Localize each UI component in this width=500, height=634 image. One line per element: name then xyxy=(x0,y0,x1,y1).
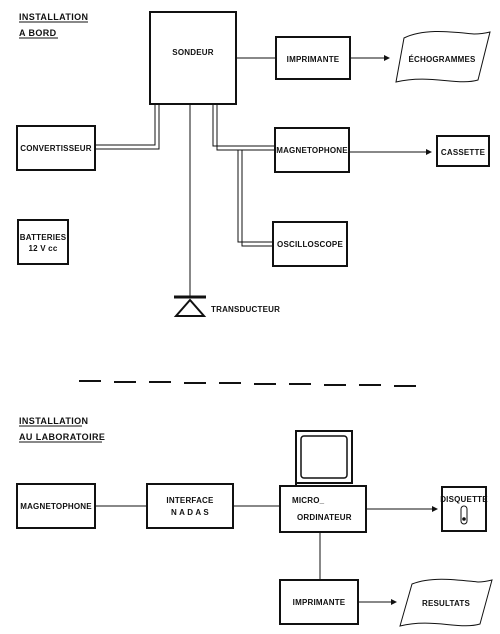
oscilloscope-label: OSCILLOSCOPE xyxy=(277,240,343,249)
convertisseur-label: CONVERTISSEUR xyxy=(20,144,92,153)
resultats-paper xyxy=(399,578,493,627)
sondeur-magnetophone-link-a xyxy=(212,104,275,147)
sondeur-magnetophone-link-b xyxy=(216,104,275,151)
lab-heading-line1: INSTALLATION xyxy=(19,416,88,426)
imprimante-label: IMPRIMANTE xyxy=(287,55,340,64)
magnetophone-box xyxy=(274,127,350,173)
convertisseur-link-a xyxy=(95,104,156,146)
transducteur-icon xyxy=(173,298,207,317)
lab-heading-line2: AU LABORATOIRE xyxy=(19,432,105,442)
sondeur-label: SONDEUR xyxy=(172,48,213,57)
oscilloscope-box xyxy=(272,221,348,267)
disquette-hole-icon xyxy=(462,517,466,521)
sondeur-box xyxy=(149,11,237,105)
convertisseur-box xyxy=(16,125,96,171)
batteries-box xyxy=(17,219,69,265)
interface-label-line1: INTERFACE xyxy=(166,496,214,505)
convertisseur-link-b xyxy=(95,104,160,150)
separator-dashes xyxy=(79,380,416,387)
batteries-label-line1: BATTERIES xyxy=(20,233,67,242)
magnetophone-label: MAGNETOPHONE xyxy=(276,146,348,155)
cassette-box xyxy=(436,135,490,167)
batteries-label-line2: 12 V cc xyxy=(29,244,58,253)
micro-label-line2: ORDINATEUR xyxy=(297,513,352,522)
monitor-icon xyxy=(295,430,353,486)
resultats-label: RESULTATS xyxy=(422,599,470,608)
oscilloscope-link-a xyxy=(237,150,273,243)
interface-box xyxy=(146,483,234,529)
arrowhead xyxy=(432,506,438,512)
micro-label-line1: MICRO_ xyxy=(292,496,325,505)
echogrammes-label: ÉCHOGRAMMES xyxy=(408,55,476,64)
lab-magnetophone-label: MAGNETOPHONE xyxy=(20,502,92,511)
transducteur-label: TRANSDUCTEUR xyxy=(211,305,280,314)
lab-imprimante-label: IMPRIMANTE xyxy=(293,598,346,607)
arrowhead xyxy=(384,55,390,61)
onboard-heading-line1: INSTALLATION xyxy=(19,12,88,22)
micro-ordinateur-box xyxy=(279,485,367,533)
disquette-slot-icon xyxy=(460,505,468,525)
arrowhead xyxy=(391,599,397,605)
cassette-label: CASSETTE xyxy=(441,148,486,157)
interface-label-line2: N A D A S xyxy=(171,508,209,517)
oscilloscope-link-b xyxy=(241,150,273,247)
arrowhead xyxy=(426,149,432,155)
disquette-label: DISQUETTE xyxy=(440,495,488,504)
onboard-heading-line2: A BORD xyxy=(19,28,57,38)
echogrammes-paper xyxy=(395,31,491,83)
